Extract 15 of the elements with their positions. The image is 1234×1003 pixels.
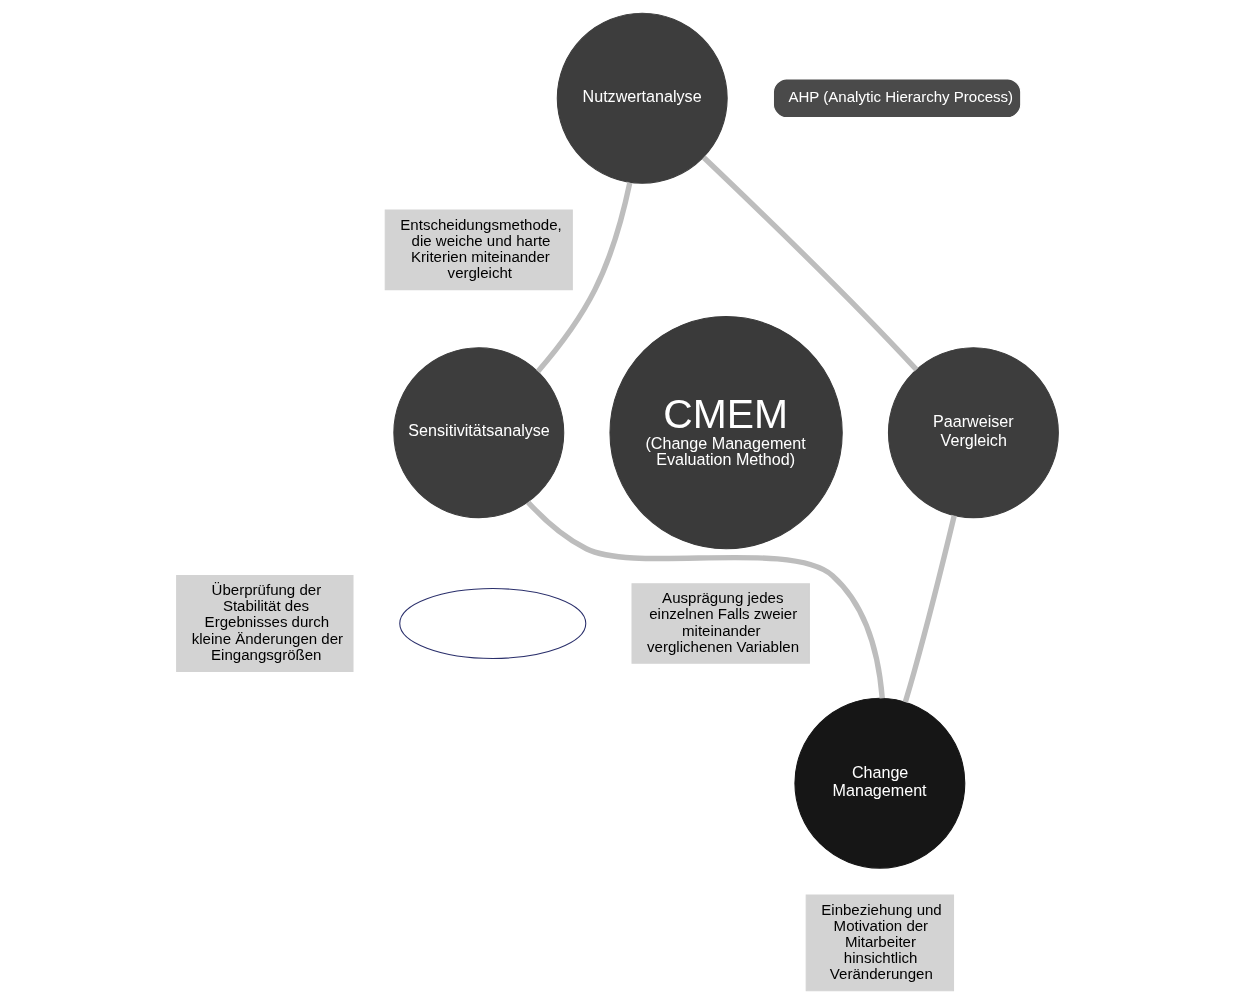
node-circle: Change Management (793, 697, 965, 869)
connector (525, 499, 885, 698)
node-circle: CMEM (Change Management Evaluation Method) (608, 315, 843, 549)
connector (902, 514, 957, 703)
node-ellipse (398, 587, 586, 659)
node-circle: Paarweiser Vergleich (887, 346, 1059, 518)
connector (535, 181, 632, 373)
node-box: Entscheidungsmethode, die weiche und harte Kriterien miteinander vergleicht (384, 209, 573, 290)
connector (701, 155, 918, 371)
node-box: Überprüfung der Stabilität des Ergebnisses durch kleine Änderungen der Eingangsgrößen (175, 574, 354, 672)
node-circle: Nutzwertanalyse (556, 12, 728, 184)
node-box: Ausprägung jedes einzelnen Falls zweier miteinander verglichenen Variablen (631, 582, 810, 664)
node-circle: Sensitivitätsanalyse (392, 346, 564, 518)
node-box: Einbeziehung und Motivation der Mitarbeiter hinsichtlich Veränderungen (805, 893, 954, 991)
node-box: AHP (Analytic Hierarchy Process) (772, 77, 1021, 118)
